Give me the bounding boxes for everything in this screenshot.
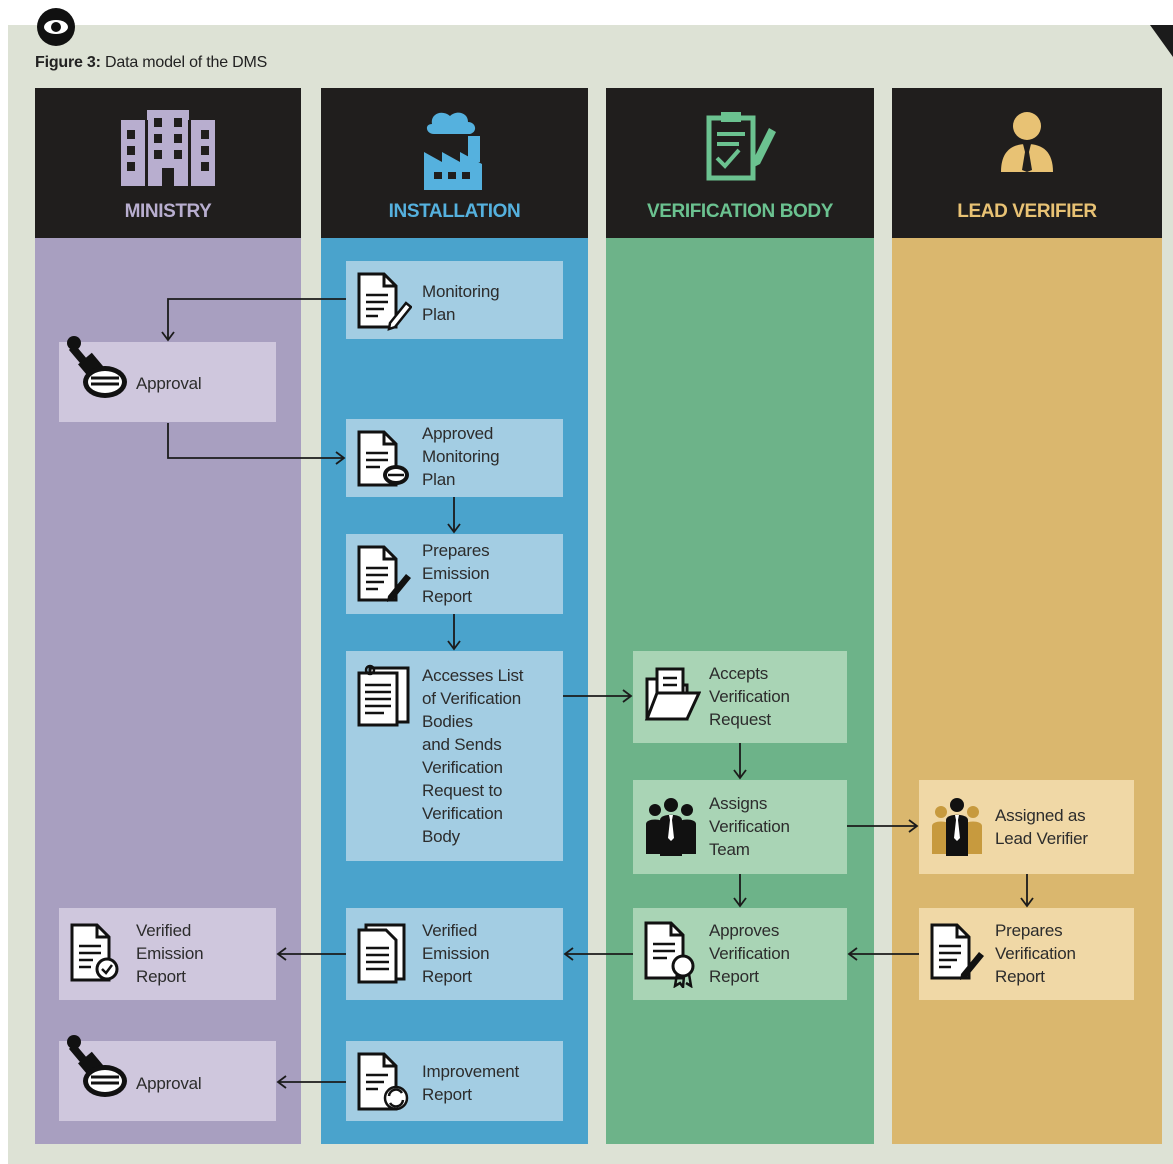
approves-verification-report-box: Approves Verification Report — [633, 908, 847, 1000]
improvement-report-box: Improvement Report — [346, 1041, 563, 1121]
stamp-icon — [67, 336, 127, 398]
caption-text: Data model of the DMS — [105, 54, 268, 71]
step-label: Approved Monitoring Plan — [422, 424, 500, 489]
team-icon — [646, 798, 696, 856]
step-label: Accesses List of Verification Bodies and… — [422, 666, 524, 846]
verified-emission-report-ministry-box: Verified Emission Report — [59, 908, 276, 1000]
building-icon — [121, 110, 215, 186]
document-icon — [357, 923, 406, 984]
step-label: Prepares Emission Report — [422, 541, 490, 606]
verified-emission-report-installation-box: Verified Emission Report — [346, 908, 563, 1000]
approval-box: Approval — [59, 336, 276, 422]
step-label: Verified Emission Report — [422, 921, 490, 986]
person-icon — [1001, 112, 1053, 172]
accepts-verification-request-box: Accepts Verification Request — [633, 651, 847, 743]
prepares-emission-report-box: Prepares Emission Report — [346, 534, 563, 614]
approved-monitoring-plan-box: Approved Monitoring Plan — [346, 419, 563, 497]
accesses-list-box: Accesses List of Verification Bodies and… — [346, 651, 563, 861]
step-label: Prepares Verification Report — [995, 921, 1076, 986]
step-label: Improvement Report — [422, 1062, 520, 1104]
lane-title-lead-verifier: LEAD VERIFIER — [957, 201, 1097, 222]
step-label: Approval — [136, 1074, 202, 1093]
verified-document-icon — [70, 923, 119, 982]
step-label: Approval — [136, 374, 202, 393]
factory-icon — [423, 112, 482, 190]
certificate-document-icon — [644, 921, 695, 988]
checklist-icon — [706, 112, 776, 181]
lead-verifier-icon — [932, 798, 982, 856]
document-refresh-icon — [357, 1052, 409, 1111]
figure-caption: Figure 3: Data model of the DMS — [35, 54, 267, 72]
step-label: Verified Emission Report — [136, 921, 204, 986]
monitoring-plan-box: Monitoring Plan — [346, 261, 563, 339]
stamp-icon — [67, 1035, 127, 1097]
folder-icon — [644, 667, 701, 721]
lane-title-verification-body: VERIFICATION BODY — [646, 201, 834, 222]
corner-tab — [1150, 25, 1173, 57]
caption-label: Figure 3: — [35, 54, 101, 71]
step-label: Assigns Verification Team — [709, 794, 790, 859]
step-label: Assigned as Lead Verifier — [995, 806, 1088, 848]
step-label: Monitoring Plan — [422, 282, 500, 324]
step-label: Approves Verification Report — [709, 921, 790, 986]
step-label: Accepts Verification Request — [709, 664, 790, 729]
approved-document-icon — [357, 430, 409, 487]
assigned-lead-verifier-box: Assigned as Lead Verifier — [919, 780, 1134, 874]
approval-box: Approval — [59, 1035, 276, 1121]
eye-icon — [37, 8, 75, 46]
assigns-verification-team-box: Assigns Verification Team — [633, 780, 847, 874]
document-list-icon — [357, 664, 410, 727]
document-edit-icon — [930, 923, 984, 980]
lane-title-ministry: MINISTRY — [124, 201, 212, 222]
document-edit-icon — [357, 545, 411, 602]
prepares-verification-report-box: Prepares Verification Report — [919, 908, 1134, 1000]
lane-title-installation: INSTALLATION — [388, 201, 521, 222]
document-edit-icon — [357, 272, 412, 331]
